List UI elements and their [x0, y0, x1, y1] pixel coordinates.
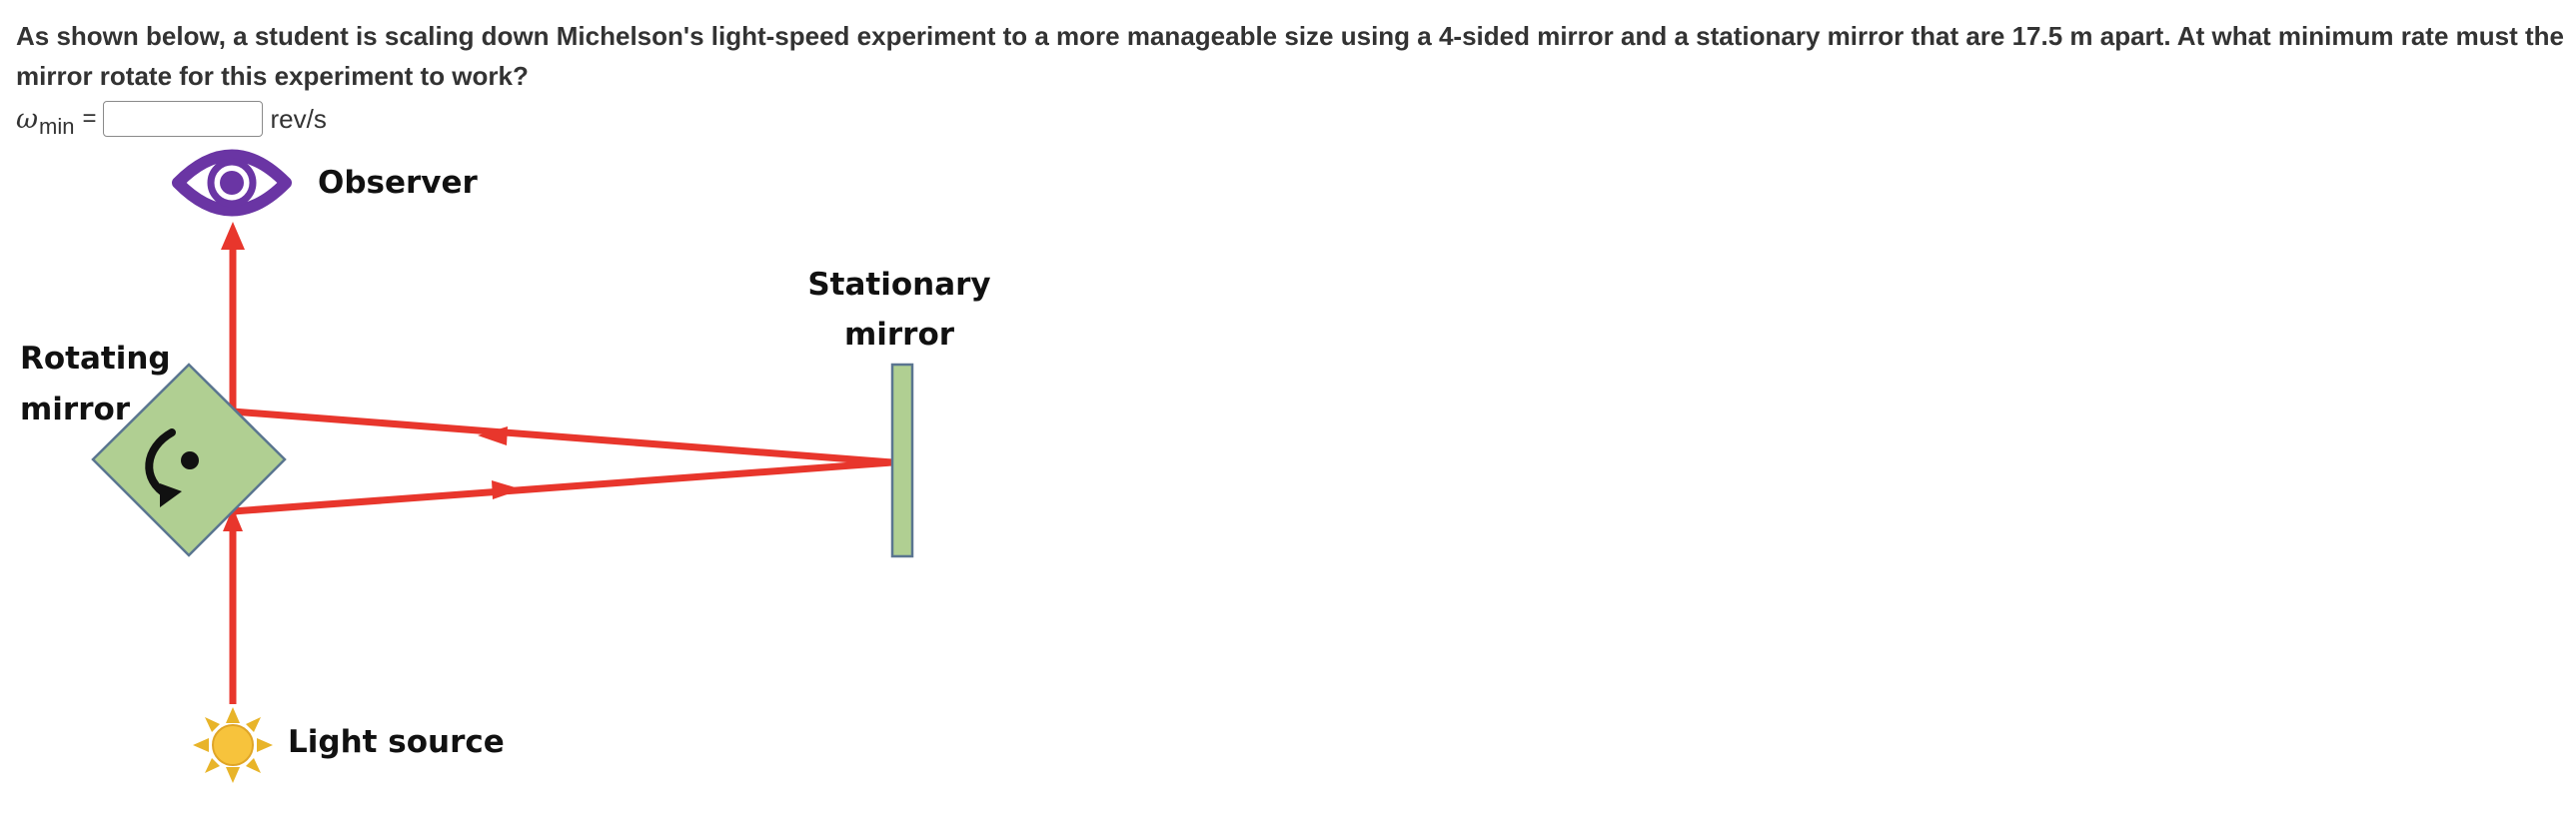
rotating-mirror-label-line2: mirror	[20, 392, 131, 427]
eye-icon	[172, 149, 292, 217]
michelson-diagram: Observer Stationary mirror Rotating mirr…	[20, 149, 991, 783]
light-beams	[221, 222, 893, 704]
beam-to-stationary-mirror	[232, 458, 893, 515]
rotating-mirror-label-line1: Rotating	[20, 341, 171, 377]
rotating-mirror	[91, 363, 287, 557]
arrowhead-up-lower	[223, 507, 243, 531]
arrowhead-right	[492, 480, 522, 499]
omega-subscript: min	[39, 114, 75, 139]
sun-icon	[193, 707, 273, 783]
stationary-mirror-label-line1: Stationary	[807, 267, 990, 303]
equals-sign: =	[82, 105, 97, 132]
observer-label: Observer	[318, 165, 479, 201]
rotation-axis-dot	[181, 451, 199, 469]
beam-from-stationary-mirror	[232, 408, 893, 466]
omega-symbol: ω	[16, 103, 39, 135]
stationary-mirror-label-line2: mirror	[844, 317, 955, 353]
omega-min-answer-input[interactable]	[102, 101, 263, 137]
answer-row: ω min = rev/s	[16, 98, 327, 140]
arrowhead-left	[478, 426, 508, 445]
arrowhead-up-upper	[221, 222, 245, 250]
unit-label: rev/s	[270, 103, 327, 134]
stationary-mirror	[890, 363, 914, 558]
question-text: As shown below, a student is scaling dow…	[16, 21, 2564, 91]
light-source-label: Light source	[288, 724, 505, 760]
rotation-arrowhead	[160, 483, 182, 507]
